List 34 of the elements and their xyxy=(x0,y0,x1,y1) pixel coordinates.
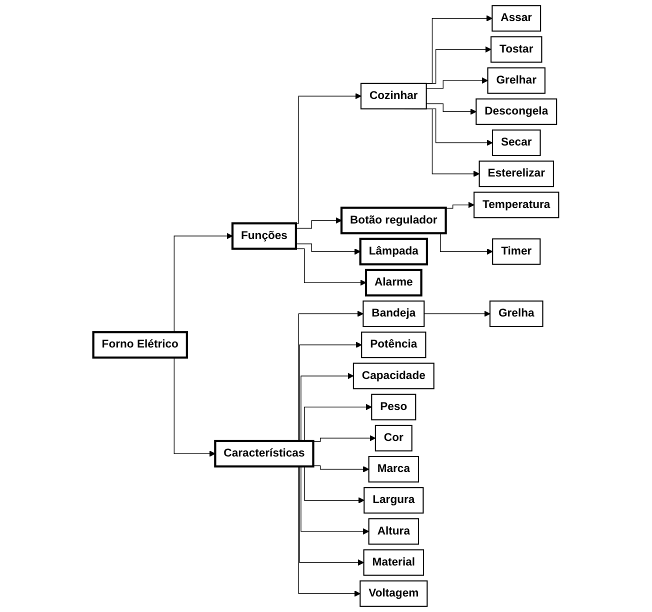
node-box: Cor xyxy=(374,424,412,452)
node-box: Potência xyxy=(361,332,426,358)
node-box: Capacidade xyxy=(352,362,434,390)
node-box: Botão regulador xyxy=(340,206,447,234)
node-box: Forno Elétrico xyxy=(92,331,188,359)
node-box: Timer xyxy=(492,238,541,265)
node-box: Grelhar xyxy=(487,67,546,94)
node-box: Material xyxy=(363,549,424,576)
node-box: Lâmpada xyxy=(359,238,428,266)
node-box: Características xyxy=(214,440,314,468)
node-box: Secar xyxy=(492,130,541,156)
node-box: Marca xyxy=(368,456,419,482)
arrow xyxy=(312,465,370,472)
arrow xyxy=(426,77,488,89)
arrow xyxy=(426,103,476,115)
arrow xyxy=(424,310,490,317)
node-box: Altura xyxy=(368,518,419,545)
node-box: Esterelizar xyxy=(478,160,554,188)
node-box: Alarme xyxy=(364,268,422,296)
node-box: Largura xyxy=(364,487,424,514)
node-box: Funções xyxy=(231,222,297,250)
node-box: Grelha xyxy=(489,300,544,328)
node-box: Descongela xyxy=(476,98,558,125)
node-box: Bandeja xyxy=(362,300,425,328)
node-box: Cozinhar xyxy=(360,82,427,110)
arrow xyxy=(296,217,342,229)
node-box: Temperatura xyxy=(474,192,560,218)
node-box: Peso xyxy=(371,394,416,420)
node-box: Assar xyxy=(492,5,542,32)
arrow xyxy=(445,202,474,209)
node-box: Voltagem xyxy=(360,580,428,607)
node-box: Tostar xyxy=(490,36,542,63)
arrow xyxy=(296,244,361,255)
arrow xyxy=(312,435,376,442)
